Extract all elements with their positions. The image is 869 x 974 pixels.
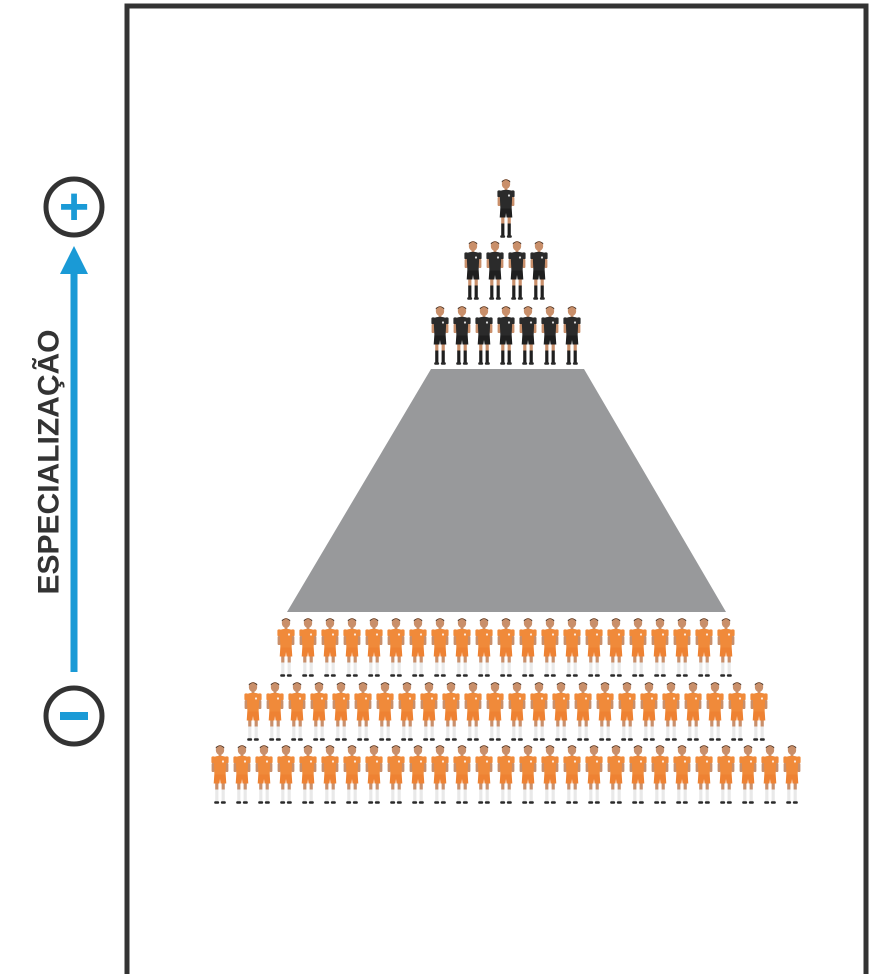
axis-label: ESPECIALIZAÇÃO bbox=[32, 329, 66, 594]
player-figure bbox=[618, 682, 636, 741]
arrow-up-icon bbox=[60, 246, 88, 274]
player-figure bbox=[574, 682, 592, 741]
referee-figure bbox=[541, 306, 559, 365]
player-figure bbox=[585, 745, 603, 804]
player-figure bbox=[585, 618, 603, 677]
player-figure bbox=[475, 745, 493, 804]
player-figure bbox=[673, 618, 691, 677]
plus-symbol: + bbox=[59, 178, 89, 236]
player-figure bbox=[486, 682, 504, 741]
player-figure bbox=[519, 745, 537, 804]
player-figure bbox=[728, 682, 746, 741]
player-figure bbox=[255, 745, 273, 804]
player-figure bbox=[651, 618, 669, 677]
player-figure bbox=[662, 682, 680, 741]
player-figure bbox=[497, 618, 515, 677]
player-figure bbox=[695, 745, 713, 804]
player-figure bbox=[365, 745, 383, 804]
referee-figure bbox=[497, 179, 515, 238]
player-figure bbox=[299, 618, 317, 677]
specialization-axis: + ESPECIALIZAÇÃO bbox=[32, 176, 105, 747]
player-figure bbox=[453, 618, 471, 677]
player-figure bbox=[541, 618, 559, 677]
referee-figure bbox=[497, 306, 515, 365]
player-figure bbox=[783, 745, 801, 804]
player-figure bbox=[607, 618, 625, 677]
referee-group: #referees .f-shirt{fill:#2b2b2b}#referee… bbox=[431, 179, 581, 365]
player-figure bbox=[453, 745, 471, 804]
player-figure bbox=[233, 745, 251, 804]
referee-figure bbox=[453, 306, 471, 365]
player-figure bbox=[717, 745, 735, 804]
minus-symbol bbox=[60, 712, 88, 720]
referee-figure bbox=[431, 306, 449, 365]
referee-figure bbox=[464, 241, 482, 300]
player-figure bbox=[442, 682, 460, 741]
player-figure bbox=[398, 682, 416, 741]
player-figure bbox=[750, 682, 768, 741]
player-figure bbox=[508, 682, 526, 741]
player-group: #players .f-shirt{fill:#f08a3a}#players … bbox=[211, 618, 801, 804]
player-figure bbox=[343, 745, 361, 804]
player-figure bbox=[288, 682, 306, 741]
player-figure bbox=[497, 745, 515, 804]
player-figure bbox=[354, 682, 372, 741]
referee-figure bbox=[508, 241, 526, 300]
player-figure bbox=[266, 682, 284, 741]
player-figure bbox=[365, 618, 383, 677]
player-figure bbox=[431, 618, 449, 677]
player-figure bbox=[629, 745, 647, 804]
player-figure bbox=[541, 745, 559, 804]
player-figure bbox=[673, 745, 691, 804]
player-figure bbox=[409, 745, 427, 804]
player-figure bbox=[739, 745, 757, 804]
player-figure bbox=[409, 618, 427, 677]
player-figure bbox=[332, 682, 350, 741]
player-figure bbox=[387, 745, 405, 804]
player-figure bbox=[695, 618, 713, 677]
referee-figure bbox=[519, 306, 537, 365]
player-figure bbox=[299, 745, 317, 804]
player-figure bbox=[519, 618, 537, 677]
pyramid-trapezoid bbox=[287, 369, 726, 612]
player-figure bbox=[376, 682, 394, 741]
player-figure bbox=[563, 745, 581, 804]
player-figure bbox=[629, 618, 647, 677]
player-figure bbox=[277, 618, 295, 677]
player-figure bbox=[321, 745, 339, 804]
referee-figure bbox=[563, 306, 581, 365]
player-figure bbox=[321, 618, 339, 677]
player-figure bbox=[310, 682, 328, 741]
player-figure bbox=[552, 682, 570, 741]
player-figure bbox=[244, 682, 262, 741]
referee-figure bbox=[475, 306, 493, 365]
player-figure bbox=[684, 682, 702, 741]
player-figure bbox=[475, 618, 493, 677]
frame-border bbox=[124, 3, 869, 974]
referee-figure bbox=[530, 241, 548, 300]
player-figure bbox=[607, 745, 625, 804]
player-figure bbox=[706, 682, 724, 741]
player-figure bbox=[717, 618, 735, 677]
player-figure bbox=[530, 682, 548, 741]
referee-figure bbox=[486, 241, 504, 300]
player-figure bbox=[761, 745, 779, 804]
player-figure bbox=[277, 745, 295, 804]
player-figure bbox=[640, 682, 658, 741]
minus-circle-icon bbox=[43, 685, 105, 747]
player-figure bbox=[431, 745, 449, 804]
player-figure bbox=[343, 618, 361, 677]
player-figure bbox=[651, 745, 669, 804]
player-figure bbox=[387, 618, 405, 677]
player-figure bbox=[464, 682, 482, 741]
plus-circle-icon bbox=[43, 176, 105, 238]
player-figure bbox=[420, 682, 438, 741]
player-figure bbox=[563, 618, 581, 677]
player-figure bbox=[211, 745, 229, 804]
player-figure bbox=[596, 682, 614, 741]
